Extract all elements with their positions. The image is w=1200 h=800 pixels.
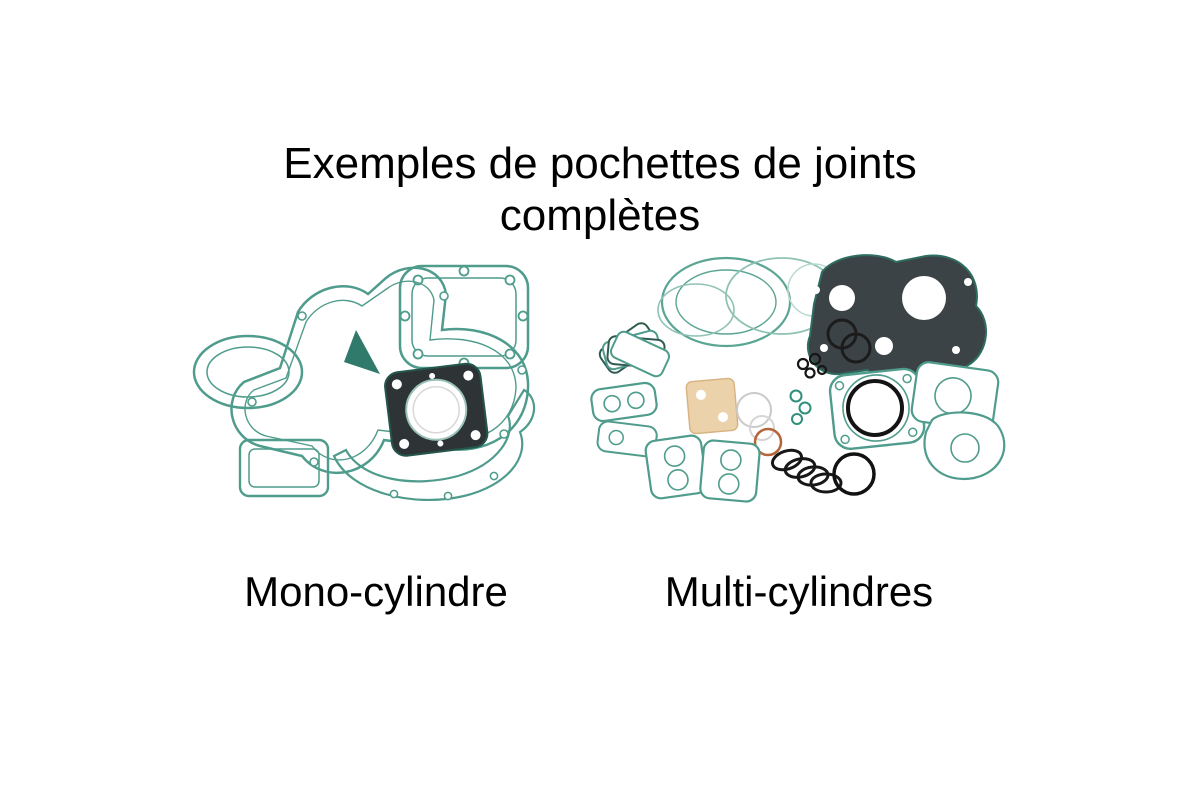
bottom-gasket: [332, 388, 536, 502]
small-black-o-rings: [796, 352, 828, 379]
large-o-ring: [846, 379, 904, 437]
twin-base-gaskets: [644, 434, 761, 503]
black-ring-pair: [826, 318, 872, 364]
copper-ring: [753, 427, 783, 457]
small-port-gaskets: [590, 381, 658, 458]
mono-gasket-kit-image: [192, 264, 536, 502]
multi-gasket-kit-image: [590, 254, 1006, 503]
small-green-o-rings: [789, 389, 812, 425]
caption-multi: Multi-cylindres: [664, 568, 934, 615]
o-ring-stack: [770, 448, 843, 494]
cylinder-head-gasket: [384, 362, 489, 457]
caption-mono: Mono-cylindre: [244, 568, 508, 615]
page-title-line-2: complètes: [499, 190, 701, 240]
figure-mono: Mono-cylindre: [186, 250, 566, 616]
base-gasket: [238, 438, 330, 498]
figure-multi: Multi-cylindres: [584, 250, 1014, 616]
page-title: Exemples de pochettes de joints complète…: [0, 138, 1200, 242]
paper-ring: [736, 392, 772, 428]
right-gaskets: [910, 361, 1006, 481]
figures-row: Mono-cylindre: [0, 250, 1200, 616]
paper-ring: [749, 415, 775, 441]
gasket-fan: [598, 322, 670, 378]
tan-gasket: [685, 377, 739, 435]
dark-cover-gasket: [807, 254, 988, 388]
page-title-line-1: Exemples de pochettes de joints: [283, 139, 917, 188]
big-black-o-ring: [832, 452, 876, 496]
gasket-fold: [344, 330, 380, 374]
